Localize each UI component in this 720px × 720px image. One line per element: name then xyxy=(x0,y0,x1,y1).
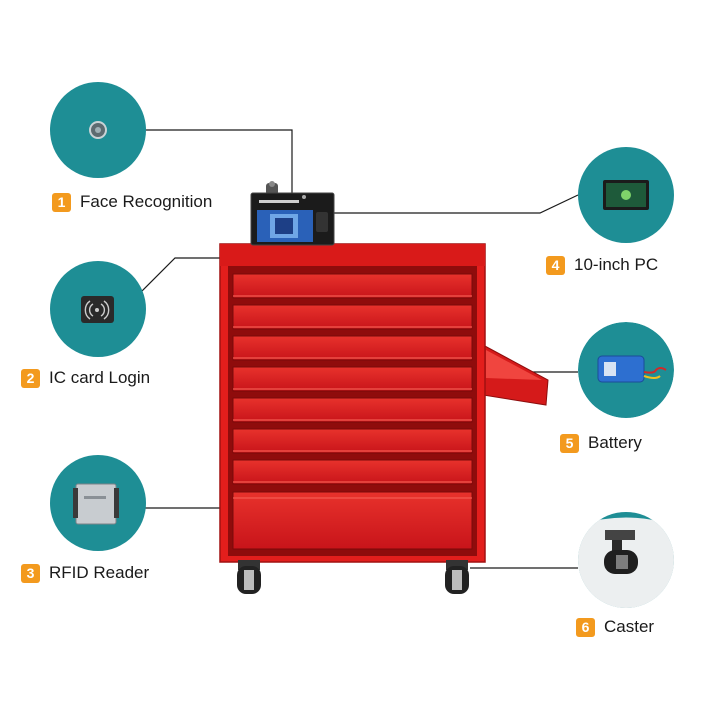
number-badge: 1 xyxy=(52,192,71,212)
feature-label: Face Recognition xyxy=(80,192,213,211)
ic-card-circle xyxy=(50,261,146,357)
drawer xyxy=(232,366,473,392)
number-badge: 6 xyxy=(576,617,595,637)
feature-label: 10-inch PC xyxy=(574,255,659,274)
drawer xyxy=(232,335,473,361)
pc-circle xyxy=(578,147,674,243)
feature-label: RFID Reader xyxy=(49,563,150,582)
number-badge: 4 xyxy=(546,255,565,275)
number-badge: 2 xyxy=(21,368,40,388)
feature-label: IC card Login xyxy=(49,368,151,387)
callout-battery: 5 Battery xyxy=(560,433,642,453)
camera-icon xyxy=(89,121,107,139)
tool-cabinet xyxy=(219,181,549,594)
caster-front-left xyxy=(237,560,261,594)
drawer xyxy=(232,459,473,485)
drawer xyxy=(232,273,473,299)
drawer xyxy=(232,428,473,454)
feature-label: Battery xyxy=(588,433,642,452)
terminal-pc xyxy=(250,181,335,246)
battery-circle xyxy=(578,322,674,418)
battery-pack-icon xyxy=(597,355,667,383)
drawer xyxy=(232,304,473,330)
drawer-large xyxy=(232,491,473,550)
callout-ic-card-login: 2 IC card Login xyxy=(21,368,150,388)
caster-front-right xyxy=(445,560,469,594)
connector-face-recognition xyxy=(146,129,293,193)
callout-face-recognition: 1 Face Recognition xyxy=(52,192,212,212)
face-recognition-circle xyxy=(50,82,146,178)
connector-pc xyxy=(334,194,579,214)
caster-circle xyxy=(578,512,674,608)
feature-label: Caster xyxy=(604,617,655,636)
nfc-card-icon xyxy=(81,296,114,323)
callout-rfid-reader: 3 RFID Reader xyxy=(21,563,149,583)
drawer xyxy=(232,397,473,423)
callout-10-inch-pc: 4 10-inch PC xyxy=(546,255,658,275)
number-badge: 3 xyxy=(21,563,40,583)
number-badge: 5 xyxy=(560,433,579,453)
rfid-reader-icon xyxy=(73,483,119,525)
caster-wheel-icon xyxy=(604,530,638,574)
tablet-pc-icon xyxy=(603,180,649,210)
callout-caster: 6 Caster xyxy=(576,617,654,637)
rfid-reader-circle xyxy=(50,455,146,551)
drawer-stack xyxy=(232,273,473,550)
